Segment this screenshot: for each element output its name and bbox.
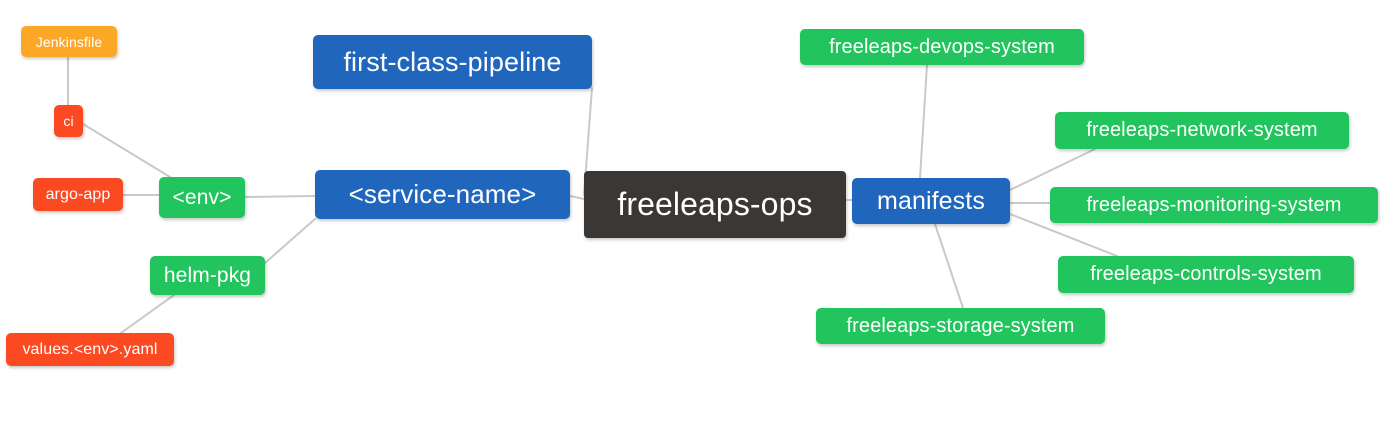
node-env[interactable]: <env> [159, 177, 245, 218]
edge-helm-pkg-to-values-env-yaml [120, 294, 175, 334]
edge-freeleaps-ops-to-service-name [569, 195, 585, 200]
node-first-class-pipeline[interactable]: first-class-pipeline [313, 35, 592, 89]
node-freeleaps-devops-system[interactable]: freeleaps-devops-system [800, 29, 1084, 65]
node-values-env-yaml[interactable]: values.<env>.yaml [6, 333, 174, 366]
edge-manifests-to-freeleaps-devops-system [919, 64, 928, 179]
node-freeleaps-ops[interactable]: freeleaps-ops [584, 171, 846, 238]
node-freeleaps-controls-system[interactable]: freeleaps-controls-system [1058, 256, 1354, 293]
edge-service-name-to-helm-pkg [264, 218, 316, 264]
node-jenkinsfile[interactable]: Jenkinsfile [21, 26, 117, 57]
edge-service-name-to-env [244, 195, 316, 198]
node-helm-pkg[interactable]: helm-pkg [150, 256, 265, 295]
node-service-name[interactable]: <service-name> [315, 170, 570, 219]
node-freeleaps-network-system[interactable]: freeleaps-network-system [1055, 112, 1349, 149]
edge-manifests-to-freeleaps-network-system [1009, 148, 1096, 191]
node-argo-app[interactable]: argo-app [33, 178, 123, 211]
node-freeleaps-monitoring-system[interactable]: freeleaps-monitoring-system [1050, 187, 1378, 223]
edge-manifests-to-freeleaps-storage-system [934, 223, 964, 309]
edge-env-to-ci [82, 123, 171, 178]
node-freeleaps-storage-system[interactable]: freeleaps-storage-system [816, 308, 1105, 344]
node-ci[interactable]: ci [54, 105, 83, 137]
node-manifests[interactable]: manifests [852, 178, 1010, 224]
